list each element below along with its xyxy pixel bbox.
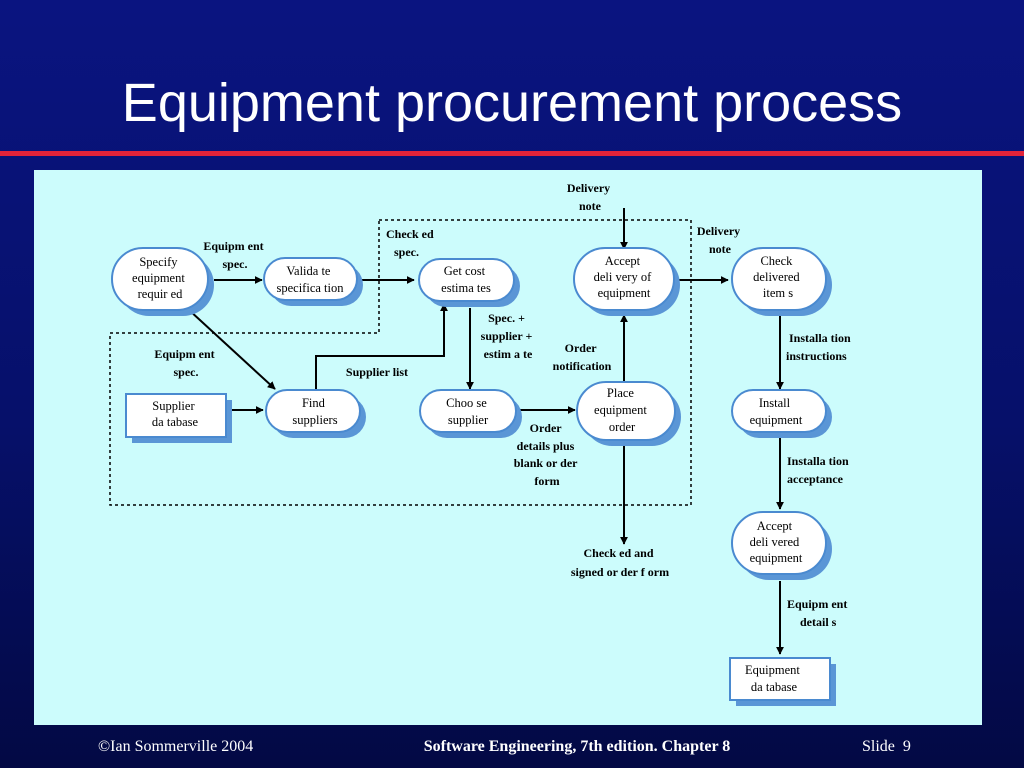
label-installation-acceptance: Installa tion acceptance — [787, 454, 852, 486]
svg-text:Get cost estima tes: Get cost estima tes — [441, 264, 491, 295]
datastore-equipment-database: Equipment da tabase — [729, 657, 836, 706]
process-check-delivered-items: Check delivered item s — [731, 247, 832, 316]
process-validate-specification: Valida te specifica tion — [263, 257, 363, 306]
process-specify-equipment: Specify equipment requir ed — [111, 247, 214, 316]
label-spec-supplier-estimate: Spec. + supplier + estim a te — [481, 311, 536, 361]
process-install-equipment: Install equipment — [731, 389, 832, 438]
arrow-specify-to-find-suppliers — [188, 309, 276, 390]
svg-text:Place equipment or: Place equipment order — [594, 386, 650, 434]
process-boundary — [109, 219, 692, 506]
svg-text:Accept deli vered: Accept deli vered equipment — [750, 519, 803, 565]
footer-copyright: ©Ian Sommerville 2004 — [98, 738, 254, 755]
process-place-equipment-order: Place equipment order — [576, 381, 681, 446]
title-divider — [0, 151, 1024, 156]
process-find-suppliers: Find suppliers — [265, 389, 366, 438]
label-installation-instructions: Installa tion instructions — [786, 331, 854, 363]
svg-text:Install equipment: Install equipment — [750, 396, 803, 427]
svg-text:Find suppliers: Find suppliers — [292, 396, 337, 427]
diagram-panel: Specify equipment requir ed Valida te sp… — [34, 170, 982, 725]
svg-text:Choo se supplier: Choo se supplier — [446, 396, 490, 427]
slide-label: Slide — [862, 738, 895, 755]
process-accept-delivery: Accept deli very of equipment — [573, 247, 680, 316]
datastore-supplier-database: Supplier da tabase — [125, 393, 232, 443]
label-equipment-spec-left: Equipm ent spec. — [154, 347, 217, 379]
arrow-find-suppliers-to-get-cost — [315, 303, 448, 391]
svg-text:Check delivered it: Check delivered item s — [753, 254, 803, 300]
svg-text:Supplier da tabase: Supplier da tabase — [152, 399, 199, 429]
label-checked-spec: Check ed spec. — [386, 227, 437, 259]
label-equipment-details: Equipm ent detail s — [787, 597, 850, 629]
process-accept-delivered-equipment: Accept deli vered equipment — [731, 511, 832, 580]
slide-title: Equipment procurement process — [121, 73, 903, 133]
footer-slide-number: Slide 9 — [862, 738, 919, 756]
svg-text:Accept deli very of: Accept deli very of equipment — [594, 254, 655, 300]
label-supplier-list: Supplier list — [346, 365, 408, 379]
procurement-process-diagram: Specify equipment requir ed Valida te sp… — [109, 181, 854, 706]
label-equipment-spec-top: Equipm ent spec. — [203, 239, 266, 271]
slide-number: 9 — [902, 738, 911, 755]
svg-text:Valida te specifica tion: Valida te specifica tion — [277, 264, 345, 295]
process-get-cost-estimates: Get cost estima tes — [418, 258, 520, 307]
label-order-details: Order details plus blank or der form — [514, 421, 581, 488]
footer-book-title: Software Engineering, 7th edition. Chapt… — [423, 738, 731, 755]
label-checked-signed-order: Check ed and signed or der f orm — [571, 546, 669, 579]
svg-text:Equipment da tabase: Equipment da tabase — [745, 663, 803, 694]
svg-text:Specify equipment: Specify equipment requir ed — [132, 255, 188, 301]
label-order-notification: Order notification — [553, 341, 612, 373]
label-delivery-note-top: Delivery note — [567, 181, 613, 213]
flow-arrows — [188, 208, 784, 655]
process-choose-supplier: Choo se supplier — [419, 389, 522, 438]
label-delivery-note-right: Delivery note — [697, 224, 743, 256]
